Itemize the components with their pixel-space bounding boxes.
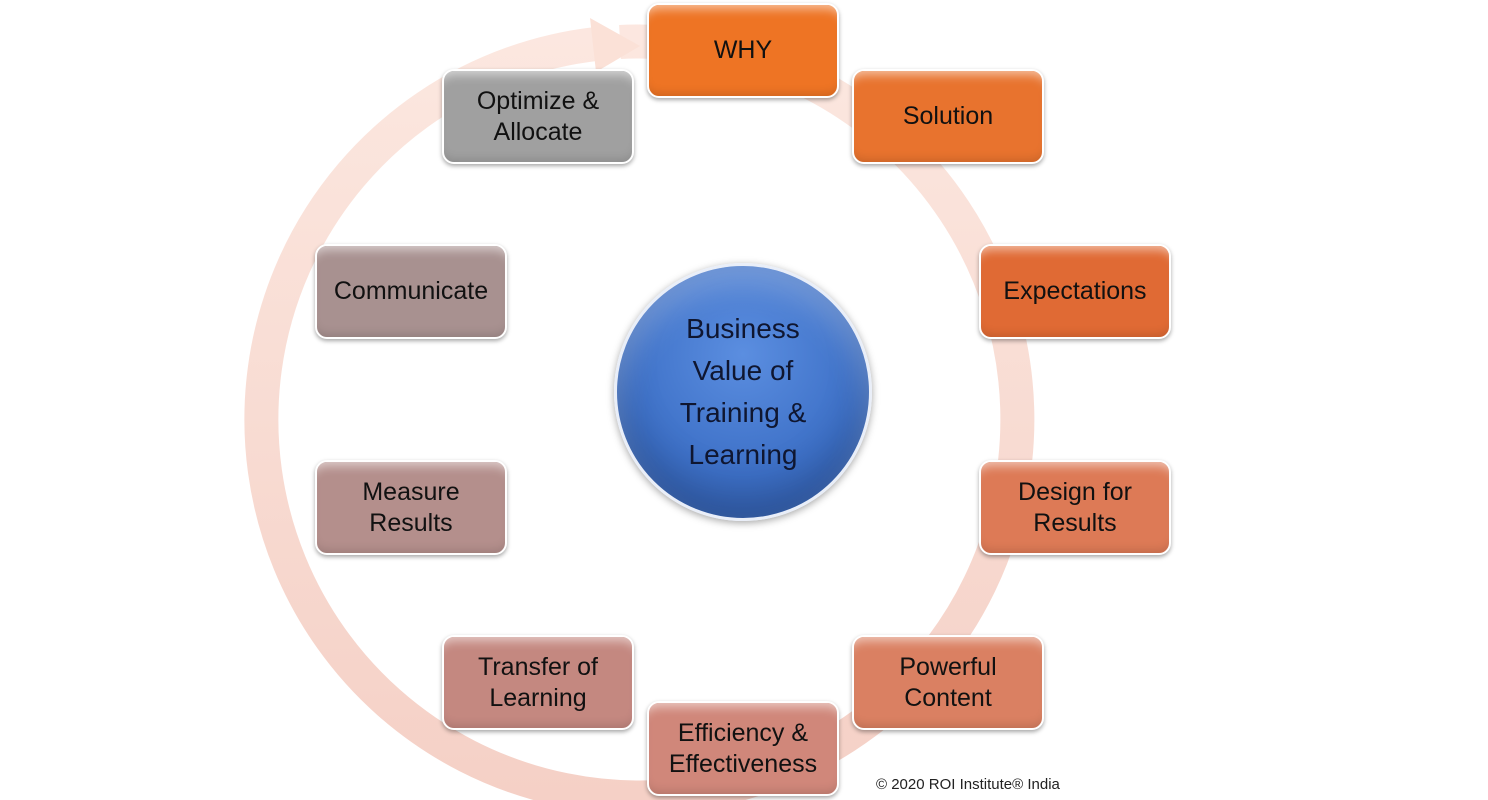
step-optimize-allocate-label: Optimize & Allocate: [476, 86, 600, 146]
step-powerful-content: Powerful Content: [852, 635, 1044, 730]
step-measure-results-label: Measure Results: [362, 477, 460, 537]
step-measure-results: Measure Results: [315, 460, 507, 555]
step-transfer-of-learning: Transfer of Learning: [442, 635, 634, 730]
step-optimize-allocate: Optimize & Allocate: [442, 69, 634, 164]
step-why-label: WHY: [713, 36, 773, 64]
step-why: WHY: [647, 3, 839, 98]
step-design-for-results-label: Design for Results: [1018, 477, 1132, 537]
center-label: Business Value of Training & Learning: [679, 313, 807, 470]
cycle-arrow-head: [590, 18, 640, 72]
step-powerful-content-label: Powerful Content: [899, 652, 997, 712]
step-communicate-label: Communicate: [333, 277, 489, 305]
step-expectations-label: Expectations: [1003, 277, 1147, 305]
step-efficiency-effectiveness: Efficiency & Effectiveness: [647, 701, 839, 796]
step-communicate: Communicate: [315, 244, 507, 339]
step-solution-label: Solution: [902, 102, 994, 130]
step-transfer-of-learning-label: Transfer of Learning: [478, 652, 598, 712]
step-efficiency-effectiveness-label: Efficiency & Effectiveness: [668, 718, 818, 778]
cycle-arrow-band: [244, 24, 1035, 800]
step-solution: Solution: [852, 69, 1044, 164]
copyright-notice: © 2020 ROI Institute® India: [876, 776, 1060, 793]
step-design-for-results: Design for Results: [979, 460, 1171, 555]
center-circle: Business Value of Training & Learning: [614, 263, 872, 521]
step-expectations: Expectations: [979, 244, 1171, 339]
